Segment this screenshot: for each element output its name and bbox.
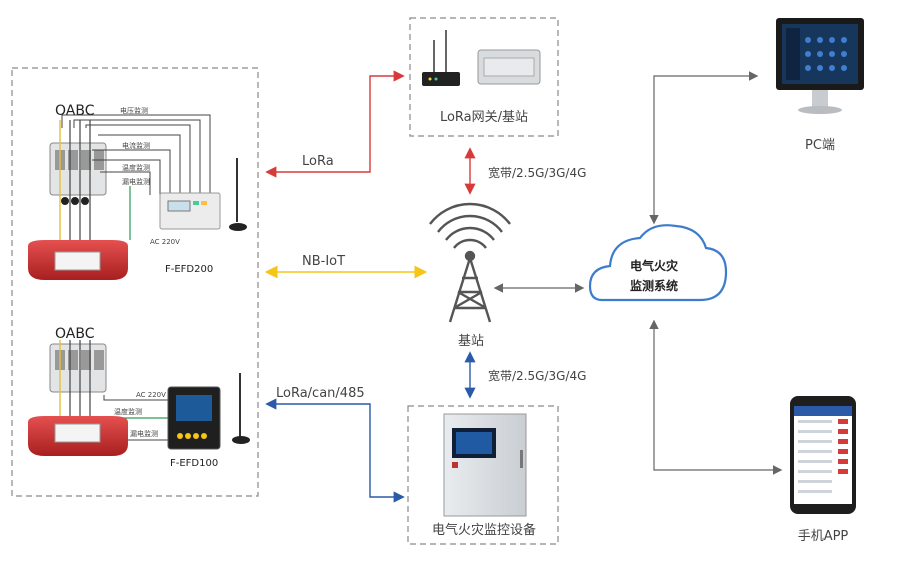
- gateway-box: [409, 17, 559, 137]
- phase-label-bottom: OABC: [55, 326, 95, 342]
- cloud-pc-arrow: [649, 71, 759, 225]
- top-device-group: OABC 电压监测 电流监测 温度监测 漏电监测: [28, 103, 247, 280]
- mobile-phone: [790, 396, 856, 514]
- broadband-bottom-label: 宽带/2.5G/3G/4G: [488, 368, 586, 383]
- power-label-top: AC 220V: [150, 238, 180, 246]
- model-efd100: F-EFD100: [170, 458, 218, 469]
- monitor-label-voltage: 电压监测: [120, 106, 148, 115]
- base-station-label: 基站: [458, 334, 484, 349]
- cloud-phone-arrow: [649, 319, 783, 475]
- lora-arrow: [265, 70, 405, 178]
- field-devices-panel: [11, 67, 259, 497]
- monitor-cabinet: [443, 413, 527, 517]
- bottom-device-group: OABC AC 220V 温度监测 漏电监测 F-EFD100: [28, 326, 250, 469]
- monitor-label-leak-bottom: 漏电监测: [130, 429, 158, 438]
- power-label-bottom: AC 220V: [136, 391, 166, 399]
- base-station-tower: [429, 202, 511, 323]
- phase-label-top: OABC: [55, 103, 95, 119]
- cloud-system: [588, 224, 728, 302]
- monitor-label-temp-bottom: 温度监测: [114, 407, 142, 416]
- lora-label: LoRa: [302, 154, 334, 169]
- cloud-label-line2: 监测系统: [630, 278, 678, 293]
- mobile-app-label: 手机APP: [798, 529, 849, 544]
- lora-can-485-label: LoRa/can/485: [276, 386, 365, 401]
- monitor-device-box: [407, 405, 559, 545]
- broadband-top-label: 宽带/2.5G/3G/4G: [488, 165, 586, 180]
- monitor-label-current: 电流监测: [122, 141, 150, 150]
- cloud-label-line1: 电气火灾: [630, 258, 679, 273]
- gateway-device: [422, 30, 541, 86]
- monitor-label-temp: 温度监测: [122, 163, 150, 172]
- model-efd200: F-EFD200: [165, 264, 213, 275]
- monitor-device-label: 电气火灾监控设备: [432, 522, 536, 538]
- pc-label: PC端: [805, 138, 835, 153]
- lora-can-485-arrow: [265, 398, 405, 503]
- monitor-label-leak: 漏电监测: [122, 177, 150, 186]
- pc-monitor: [776, 18, 864, 114]
- gateway-label: LoRa网关/基站: [440, 110, 528, 125]
- nbiot-label: NB-IoT: [302, 254, 345, 269]
